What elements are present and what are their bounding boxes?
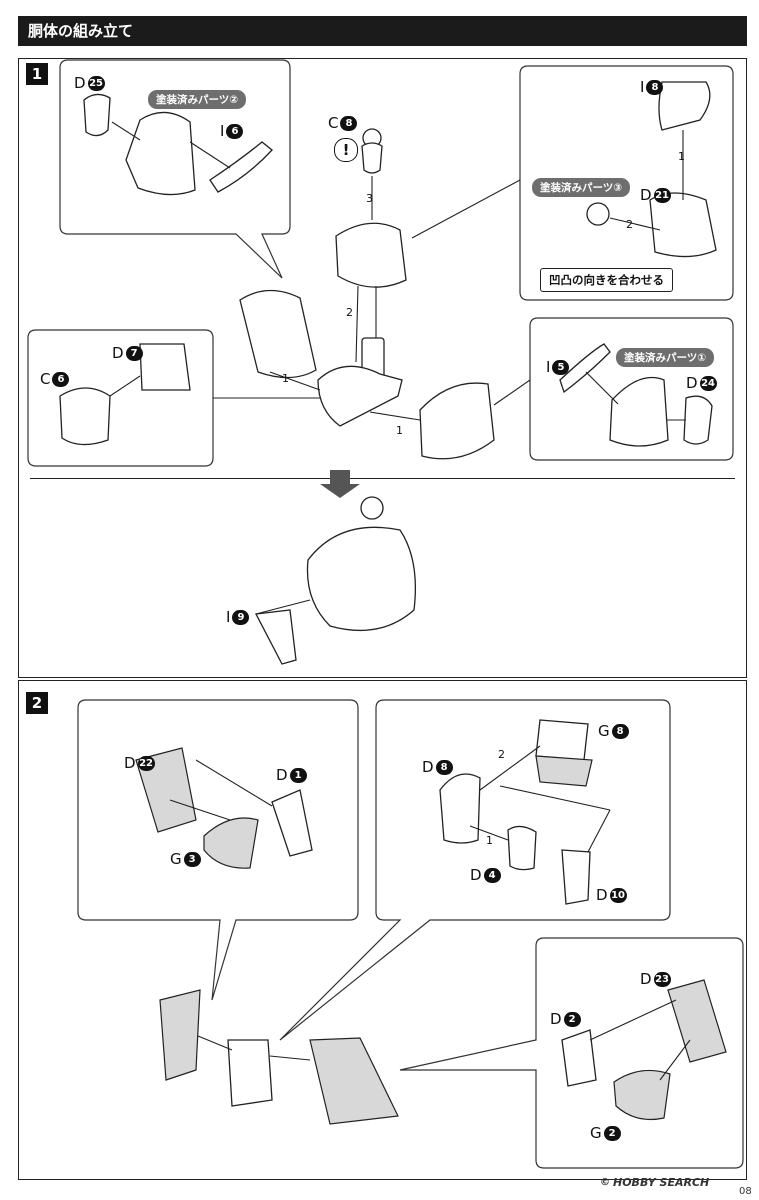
step-1-frame (18, 58, 747, 678)
watermark: © HOBBY SEARCH (600, 1176, 710, 1189)
note-align-direction: 凹凸の向きを合わせる (540, 268, 673, 292)
order-marker-2b: 2 (626, 218, 633, 231)
note-painted-parts-2: 塗装済みパーツ② (148, 90, 247, 109)
warning-icon: ! (334, 138, 358, 162)
page-title: 胴体の組み立て (18, 16, 747, 46)
order-marker-1c: 1 (678, 150, 685, 163)
page-number: 08 (739, 1186, 752, 1197)
order-marker-1a: 1 (282, 372, 289, 385)
order-marker-s2-2: 2 (498, 748, 505, 761)
order-marker-s2-1: 1 (486, 834, 493, 847)
section-divider (30, 478, 735, 479)
order-marker-1b: 1 (396, 424, 403, 437)
step-2-frame (18, 680, 747, 1180)
order-marker-3: 3 (366, 192, 373, 205)
note-painted-parts-1: 塗装済みパーツ① (616, 348, 715, 367)
step-number-2: 2 (26, 692, 48, 714)
step-number-1: 1 (26, 63, 48, 85)
order-marker-2: 2 (346, 306, 353, 319)
note-painted-parts-3: 塗装済みパーツ③ (532, 178, 631, 197)
